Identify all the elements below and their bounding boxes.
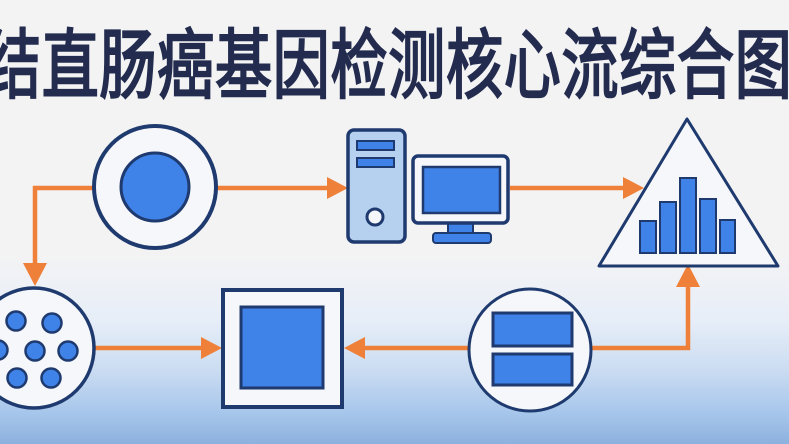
bar-chart-triangle-icon	[597, 117, 780, 268]
square-chip-icon	[221, 288, 344, 409]
arrow-slides-to-chip	[344, 337, 468, 359]
cell-icon	[92, 124, 218, 250]
arrow-computer-to-analysis	[510, 177, 644, 199]
arrow-cluster-to-chip	[95, 337, 222, 359]
page-title: 结直肠癌基因检测核心流综合图	[0, 24, 789, 109]
cell-cluster-icon	[0, 286, 96, 410]
arrow-cell-to-cluster	[23, 185, 94, 286]
arrow-cell-to-computer	[217, 177, 348, 199]
arrow-slides-to-analysis	[591, 264, 700, 351]
computer-workstation-icon	[346, 128, 510, 244]
dual-slide-icon	[467, 287, 593, 413]
